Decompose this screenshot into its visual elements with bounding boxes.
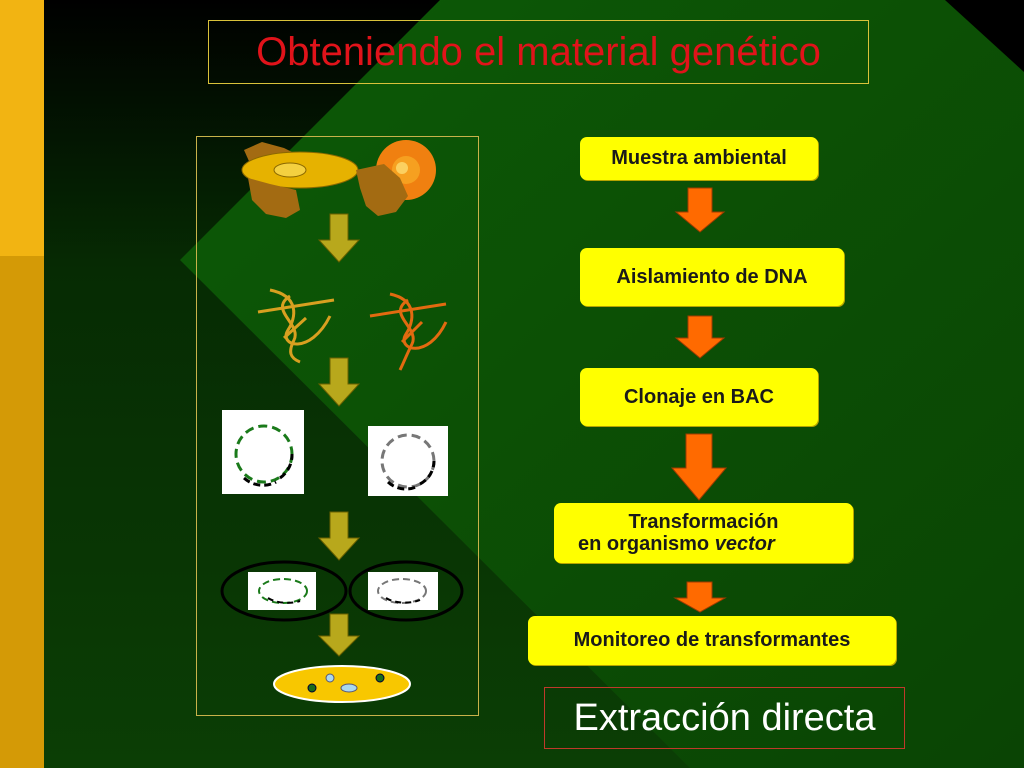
panel-arrow-4 <box>317 613 361 657</box>
footer-box: Extracción directa <box>544 687 905 749</box>
panel-arrow-1 <box>317 213 361 263</box>
footer-label: Extracción directa <box>573 696 876 739</box>
step-label: Muestra ambiental <box>611 147 787 169</box>
soil-sample-icon <box>241 140 436 218</box>
left-bar-bottom <box>0 256 44 768</box>
step-label-line1: Transformación <box>628 511 779 533</box>
step-label-line2: en organismo vector <box>554 533 775 555</box>
colony-plate-icon <box>273 665 411 703</box>
process-panel <box>196 136 479 716</box>
flow-arrow-3 <box>670 433 728 501</box>
page-title: Obteniendo el material genético <box>256 29 821 74</box>
flow-arrow-2 <box>674 315 726 359</box>
step-label: Aislamiento de DNA <box>616 265 808 288</box>
step-aislamiento-dna: Aislamiento de DNA <box>580 248 844 306</box>
panel-arrow-3 <box>317 511 361 561</box>
step-label-line2-prefix: en organismo <box>578 533 715 555</box>
step-muestra-ambiental: Muestra ambiental <box>580 137 818 180</box>
bac-vector-icon <box>222 410 448 496</box>
background-corner-dark <box>945 0 1024 72</box>
step-label: Monitoreo de transformantes <box>573 629 851 651</box>
step-clonaje-bac: Clonaje en BAC <box>580 368 818 426</box>
transformed-cell-icon <box>220 560 464 622</box>
flow-arrow-1 <box>674 187 726 233</box>
panel-arrow-2 <box>317 357 361 407</box>
flow-arrow-4 <box>673 581 727 613</box>
step-label: Clonaje en BAC <box>623 385 775 408</box>
step-label-line2-italic: vector <box>714 533 775 555</box>
step-transformacion: Transformación en organismo vector <box>554 503 853 563</box>
title-box: Obteniendo el material genético <box>208 20 869 84</box>
left-bar-top <box>0 0 44 256</box>
dna-strand-icon <box>257 288 448 371</box>
step-monitoreo: Monitoreo de transformantes <box>528 616 896 665</box>
